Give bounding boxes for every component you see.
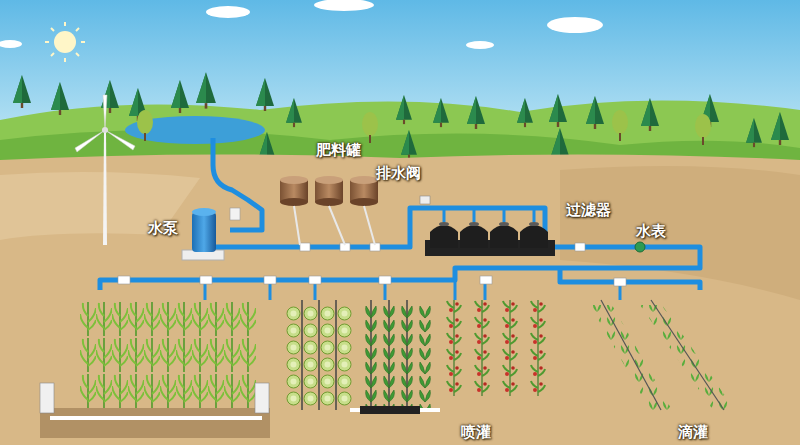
part-label: 滴灌 xyxy=(678,422,708,441)
cloud xyxy=(0,40,22,48)
blade xyxy=(75,130,105,152)
part-label-text: 喷灌 xyxy=(461,423,491,441)
underground-pipe xyxy=(40,383,440,438)
seedling-lines xyxy=(601,300,724,410)
soil-cut xyxy=(40,408,270,438)
filter-caps xyxy=(439,222,539,226)
part-label: 过滤器 xyxy=(566,200,611,219)
part-label-text: 水泵 xyxy=(148,219,178,237)
valve-box xyxy=(255,383,269,413)
tree xyxy=(771,112,789,145)
water-meter xyxy=(635,242,645,252)
tree xyxy=(641,98,659,131)
tree xyxy=(256,78,274,111)
fertilizer-tanks xyxy=(280,176,378,245)
sun-rays xyxy=(45,22,85,62)
tree xyxy=(51,82,69,115)
tank xyxy=(315,176,343,206)
part-label: 水表 xyxy=(636,221,666,240)
tree xyxy=(362,112,378,143)
wind-turbine xyxy=(75,95,135,245)
part-label-text: 水表 xyxy=(636,222,666,240)
water-pump xyxy=(192,208,240,252)
tree xyxy=(549,94,567,127)
ground xyxy=(0,154,800,445)
tree xyxy=(586,96,604,129)
tree xyxy=(517,98,533,127)
field-patch xyxy=(560,166,800,300)
intake-pipe xyxy=(213,138,262,230)
main-pipe xyxy=(100,208,700,290)
drain-valve xyxy=(420,196,430,204)
turbine-hub xyxy=(102,127,108,133)
tree xyxy=(196,72,216,108)
part-label-text: 肥料罐 xyxy=(316,141,361,159)
trees xyxy=(13,72,789,161)
filters xyxy=(425,208,555,256)
cloud xyxy=(314,0,374,11)
pipe-segment xyxy=(360,406,420,414)
part-label: 排水阀 xyxy=(376,163,421,182)
buried-pipe xyxy=(50,416,262,420)
tree xyxy=(137,110,153,141)
tomato-field xyxy=(445,300,557,396)
tree xyxy=(396,95,412,124)
turbine-blades xyxy=(75,95,135,152)
tree xyxy=(467,96,485,129)
tree xyxy=(286,98,302,127)
tree xyxy=(695,114,711,145)
sun-disc xyxy=(54,31,76,53)
tank xyxy=(280,176,308,206)
tree xyxy=(433,98,449,127)
seedling-row xyxy=(640,305,735,410)
part-label: 喷灌 xyxy=(461,422,491,441)
valve-box xyxy=(40,383,54,413)
pump-body xyxy=(192,212,216,252)
sun xyxy=(45,22,85,62)
blade xyxy=(103,95,107,130)
blade xyxy=(105,130,135,150)
tank-hoses xyxy=(294,206,375,245)
corn-field xyxy=(80,300,256,410)
cloud xyxy=(466,41,494,49)
cloud xyxy=(547,17,603,33)
pump-top xyxy=(192,208,216,216)
cloud xyxy=(206,6,250,18)
part-label-text: 过滤器 xyxy=(566,201,611,219)
crops xyxy=(80,300,735,412)
part-label-text: 滴灌 xyxy=(678,423,708,441)
part-label-text: 排水阀 xyxy=(376,164,421,182)
tree xyxy=(401,130,417,159)
filter-risers xyxy=(444,208,534,222)
clouds xyxy=(0,0,603,49)
tree xyxy=(13,75,31,108)
part-label: 肥料罐 xyxy=(316,140,361,159)
part-label: 水泵 xyxy=(148,218,178,237)
turbine-tower xyxy=(103,132,107,245)
pipes xyxy=(100,138,700,290)
branch-pipe xyxy=(560,268,700,290)
control-box xyxy=(230,208,240,220)
field-patch xyxy=(0,172,200,240)
leaf-crop-field xyxy=(362,305,434,410)
filter-domes xyxy=(430,225,548,248)
tree xyxy=(171,80,189,113)
tree xyxy=(746,118,762,147)
cabbage-field xyxy=(285,305,353,407)
tree xyxy=(612,110,628,141)
tank xyxy=(350,176,378,206)
